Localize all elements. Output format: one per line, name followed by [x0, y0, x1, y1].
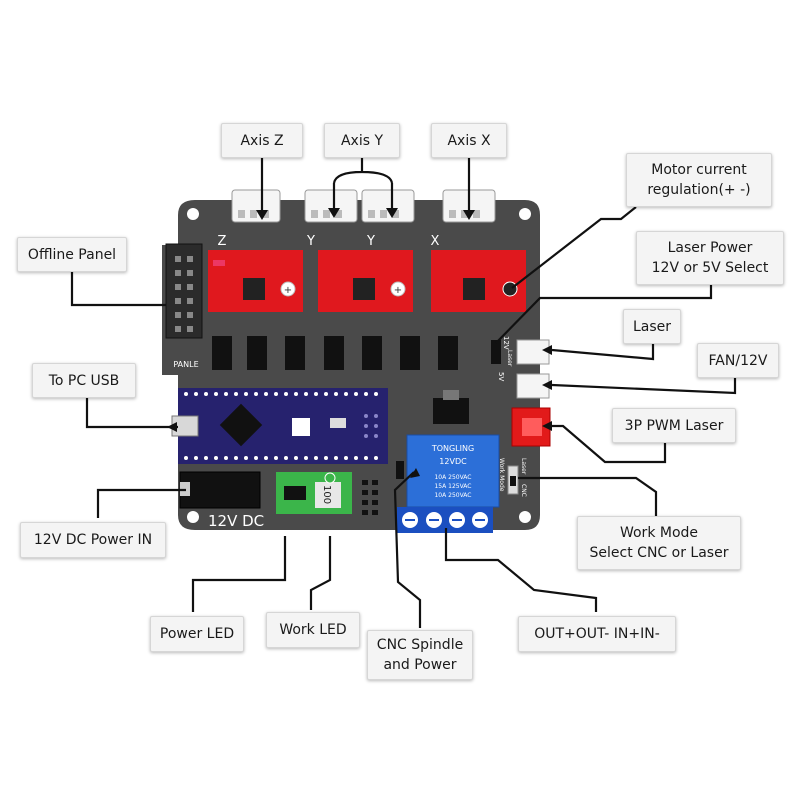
- callout-lines: [70, 158, 737, 628]
- label-to-pc-usb: To PC USB: [32, 363, 136, 398]
- motor-connector-z: [231, 189, 281, 223]
- stepper-driver-y: +: [318, 250, 413, 312]
- label-offline-panel: Offline Panel: [17, 237, 127, 272]
- label-3p-pwm-laser: 3P PWM Laser: [612, 408, 736, 443]
- v12-label: 12V: [502, 336, 510, 350]
- mount-hole: [187, 208, 199, 220]
- arduino-nano: [171, 388, 388, 464]
- label-cnc-spindle: CNC Spindle and Power: [367, 630, 473, 680]
- pwm-laser-socket: [522, 418, 542, 436]
- board-axis-z: Z: [218, 234, 227, 249]
- laser-connector: [516, 339, 550, 365]
- work-led-board-label: Work: [345, 532, 358, 538]
- pot-value: 100: [321, 485, 332, 504]
- potentiometer-board: [276, 472, 352, 514]
- laser-board-label: Laser: [520, 458, 527, 475]
- board-axis-x: X: [431, 234, 440, 249]
- header-pins: [362, 480, 378, 515]
- label-axis-x: Axis X: [431, 123, 507, 158]
- relay-rating-2: 15A 125VAC: [434, 483, 471, 490]
- relay-voltage: 12VDC: [439, 457, 467, 466]
- mount-hole: [187, 511, 199, 523]
- mount-hole: [519, 208, 531, 220]
- mount-hole: [519, 511, 531, 523]
- svg-text:+: +: [394, 285, 402, 296]
- label-out-in: OUT+OUT- IN+IN-: [518, 616, 676, 652]
- label-laser: Laser: [623, 309, 681, 344]
- relay-rating-1: 10A 250VAC: [434, 474, 471, 481]
- label-work-mode: Work Mode Select CNC or Laser: [577, 516, 741, 570]
- stepper-driver-z: +: [208, 250, 303, 312]
- power-led-indicator: [278, 531, 292, 536]
- voltage-regulator: [433, 390, 469, 424]
- motor-connector-y1: [304, 189, 358, 223]
- svg-text:+: +: [284, 285, 292, 296]
- board-axis-y1: Y: [306, 234, 315, 249]
- callout-arrowheads: [167, 208, 552, 478]
- work-led-indicator: [324, 531, 338, 536]
- label-power-led: Power LED: [150, 616, 244, 652]
- laser-select-label: Laser: [506, 350, 513, 367]
- work-mode-board-label: Work Mode: [498, 458, 505, 492]
- offline-panel-header: [165, 243, 203, 339]
- transistor: [396, 461, 404, 479]
- label-laser-power-select: Laser Power 12V or 5V Select: [636, 231, 784, 285]
- relay: [406, 434, 500, 508]
- label-axis-z: Axis Z: [221, 123, 303, 158]
- board-axis-y2: Y: [366, 234, 375, 249]
- relay-brand: TONGLING: [431, 444, 474, 453]
- power-led-board-label: Power: [298, 532, 314, 538]
- cnc-board-label: CNC: [520, 484, 527, 497]
- panel-label: PANLE: [173, 360, 198, 369]
- label-motor-current: Motor current regulation(+ -): [626, 153, 772, 207]
- capacitor-row: [212, 336, 458, 370]
- dc-power-jack: [179, 471, 261, 509]
- v5-label: 5V: [497, 372, 505, 381]
- label-work-led: Work LED: [266, 612, 360, 648]
- relay-rating-3: 10A 250VAC: [434, 492, 471, 499]
- label-12v-dc-power-in: 12V DC Power IN: [20, 522, 166, 558]
- label-axis-y: Axis Y: [324, 123, 400, 158]
- board-power-label: 12V DC: [208, 512, 264, 530]
- label-fan-12v: FAN/12V: [697, 343, 779, 378]
- motor-connector-y2: [361, 189, 415, 223]
- laser-power-jumper: [491, 340, 501, 364]
- stepper-driver-x: [431, 250, 526, 312]
- work-mode-switch-knob: [510, 476, 516, 486]
